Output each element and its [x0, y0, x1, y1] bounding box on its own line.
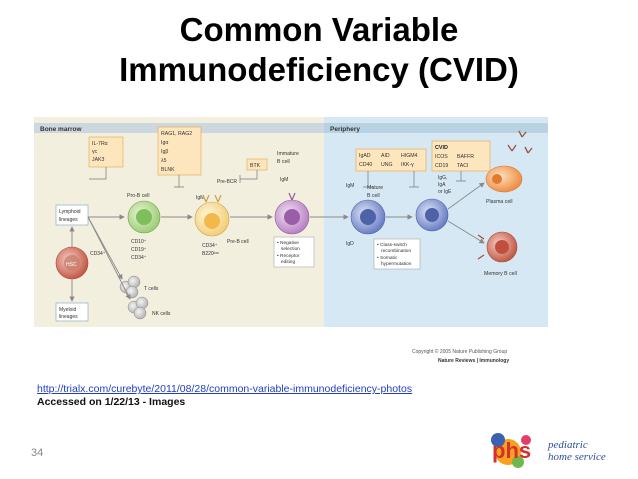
rag-box: RAG1, RAG2 Igα Igβ λ5 BLNK [157, 126, 202, 176]
svg-text:IgAD: IgAD [359, 153, 371, 159]
svg-text:lineages: lineages [59, 217, 78, 223]
periphery-defect-box: IgAD CD40 AID UNG HIGM4 IKK-γ [355, 148, 427, 172]
lymphoid-lineages: Lymphoid lineages [55, 204, 89, 226]
svg-text:recombination: recombination [381, 248, 411, 254]
svg-text:CD40: CD40 [359, 162, 372, 168]
svg-text:Mature: Mature [367, 185, 383, 191]
svg-text:NK cells: NK cells [152, 311, 171, 317]
lineage-arrows [69, 182, 485, 302]
svg-text:B cell: B cell [367, 193, 380, 199]
svg-text:CD10⁺: CD10⁺ [131, 239, 147, 245]
svg-text:IgM: IgM [346, 183, 354, 189]
svg-text:CD34⁺: CD34⁺ [202, 243, 218, 249]
svg-text:IL-7Rα: IL-7Rα [92, 141, 108, 147]
title-line-1: Common Variable [179, 11, 459, 48]
svg-text:Plasma cell: Plasma cell [486, 199, 513, 205]
cd34-label: CD34⁺ [90, 251, 106, 257]
svg-text:Myeloid: Myeloid [59, 307, 76, 313]
svg-text:BAFFR: BAFFR [457, 154, 474, 160]
svg-text:CVID: CVID [435, 145, 448, 151]
mature-b-cell: IgM Mature B cell IgD • Class-switch rec… [346, 183, 421, 270]
svg-text:Memory B cell: Memory B cell [484, 271, 517, 277]
slide-number: 34 [31, 447, 44, 459]
svg-text:T cells: T cells [144, 286, 159, 292]
pre-b-cell: Pre-BCR IgM Pre-B cell CD34⁺ B220ˡᵒʷ [194, 179, 249, 257]
myeloid-lineages: Myeloid lineages [55, 302, 89, 322]
b-cell-development-diagram: Bone marrow Periphery IL-7Rα γc JAK3 RAG… [34, 117, 548, 364]
nk-cells: NK cells [127, 296, 171, 320]
figure-copyright: Copyright © 2005 Nature Publishing Group [412, 348, 507, 355]
svg-text:• Negative: • Negative [277, 240, 299, 246]
accessed-date: Accessed on 1/22/13 - Images [37, 396, 186, 408]
svg-text:UNG: UNG [381, 162, 393, 168]
svg-text:IgG,: IgG, [438, 175, 447, 181]
svg-text:selection: selection [281, 246, 300, 252]
pro-b-cell: Pro-B cell CD10⁺ CD19⁺ CD34⁺ [127, 193, 161, 261]
svg-text:Pre-B cell: Pre-B cell [227, 239, 249, 245]
svg-text:CD34⁺: CD34⁺ [131, 255, 147, 261]
slide-title: Common Variable Immunodeficiency (CVID) [0, 10, 638, 90]
cvid-box: CVID ICOS CD19 BAFFR TACI [431, 140, 491, 172]
svg-text:HIGM4: HIGM4 [401, 153, 418, 159]
svg-text:home service: home service [548, 451, 606, 463]
svg-text:HSC: HSC [66, 262, 77, 268]
svg-text:B cell: B cell [277, 159, 290, 165]
svg-text:B220ˡᵒʷ: B220ˡᵒʷ [202, 251, 219, 257]
svg-text:IKK-γ: IKK-γ [401, 162, 414, 168]
btk-box: BTK [246, 158, 268, 171]
source-link[interactable]: http://trialx.com/curebyte/2011/08/28/co… [37, 383, 413, 395]
svg-text:Igα: Igα [161, 140, 168, 146]
svg-text:Igβ: Igβ [161, 149, 168, 155]
memory-b-cell: Memory B cell [477, 231, 518, 277]
svg-text:Immature: Immature [277, 151, 299, 157]
svg-text:CD19: CD19 [435, 163, 448, 169]
periphery-header [324, 123, 548, 133]
svg-text:lineages: lineages [59, 314, 78, 320]
svg-text:hypermutation: hypermutation [381, 261, 412, 267]
svg-text:• Somatic: • Somatic [377, 255, 398, 261]
image-credit: http://trialx.com/curebyte/2011/08/28/co… [37, 383, 412, 409]
svg-text:ICOS: ICOS [435, 154, 448, 160]
svg-text:IgA: IgA [438, 182, 446, 188]
svg-text:pediatric: pediatric [547, 439, 588, 451]
svg-text:BLNK: BLNK [161, 167, 175, 173]
plasma-cell: Plasma cell [485, 130, 533, 205]
figure-journal: Nature Reviews | Immunology [438, 358, 509, 364]
svg-text:Lymphoid: Lymphoid [59, 209, 81, 215]
hsc-cell: HSC [55, 246, 89, 280]
svg-text:Pre-BCR: Pre-BCR [217, 179, 237, 185]
il7-box: IL-7Rα γc JAK3 [88, 136, 124, 168]
title-line-2: Immunodeficiency (CVID) [119, 51, 519, 88]
svg-text:• Receptor: • Receptor [277, 253, 300, 259]
svg-text:BTK: BTK [250, 163, 261, 169]
svg-text:editing: editing [281, 259, 295, 265]
periphery-label: Periphery [330, 126, 360, 133]
svg-text:RAG1, RAG2: RAG1, RAG2 [161, 131, 192, 137]
svg-text:IgM: IgM [280, 177, 288, 183]
svg-text:phs: phs [492, 438, 531, 463]
inhibition-lines [89, 167, 466, 188]
bone-marrow-label: Bone marrow [40, 126, 82, 133]
svg-text:IgD: IgD [346, 241, 354, 247]
svg-text:TACI: TACI [457, 163, 468, 169]
svg-text:JAK3: JAK3 [92, 157, 105, 163]
svg-text:IgM: IgM [196, 195, 204, 201]
phs-logo: phs pediatric home service [491, 433, 606, 468]
svg-text:Pro-B cell: Pro-B cell [127, 193, 150, 199]
switched-b-cell: IgG, IgA or IgE [415, 175, 452, 232]
svg-text:λ5: λ5 [161, 158, 167, 164]
svg-text:or IgE: or IgE [438, 189, 452, 195]
svg-text:CD19⁺: CD19⁺ [131, 247, 147, 253]
immature-b-cell: Immature B cell IgM • Negative selection… [273, 151, 315, 268]
svg-text:• Class-switch: • Class-switch [377, 242, 407, 248]
svg-text:AID: AID [381, 153, 390, 159]
svg-text:γc: γc [92, 149, 98, 155]
